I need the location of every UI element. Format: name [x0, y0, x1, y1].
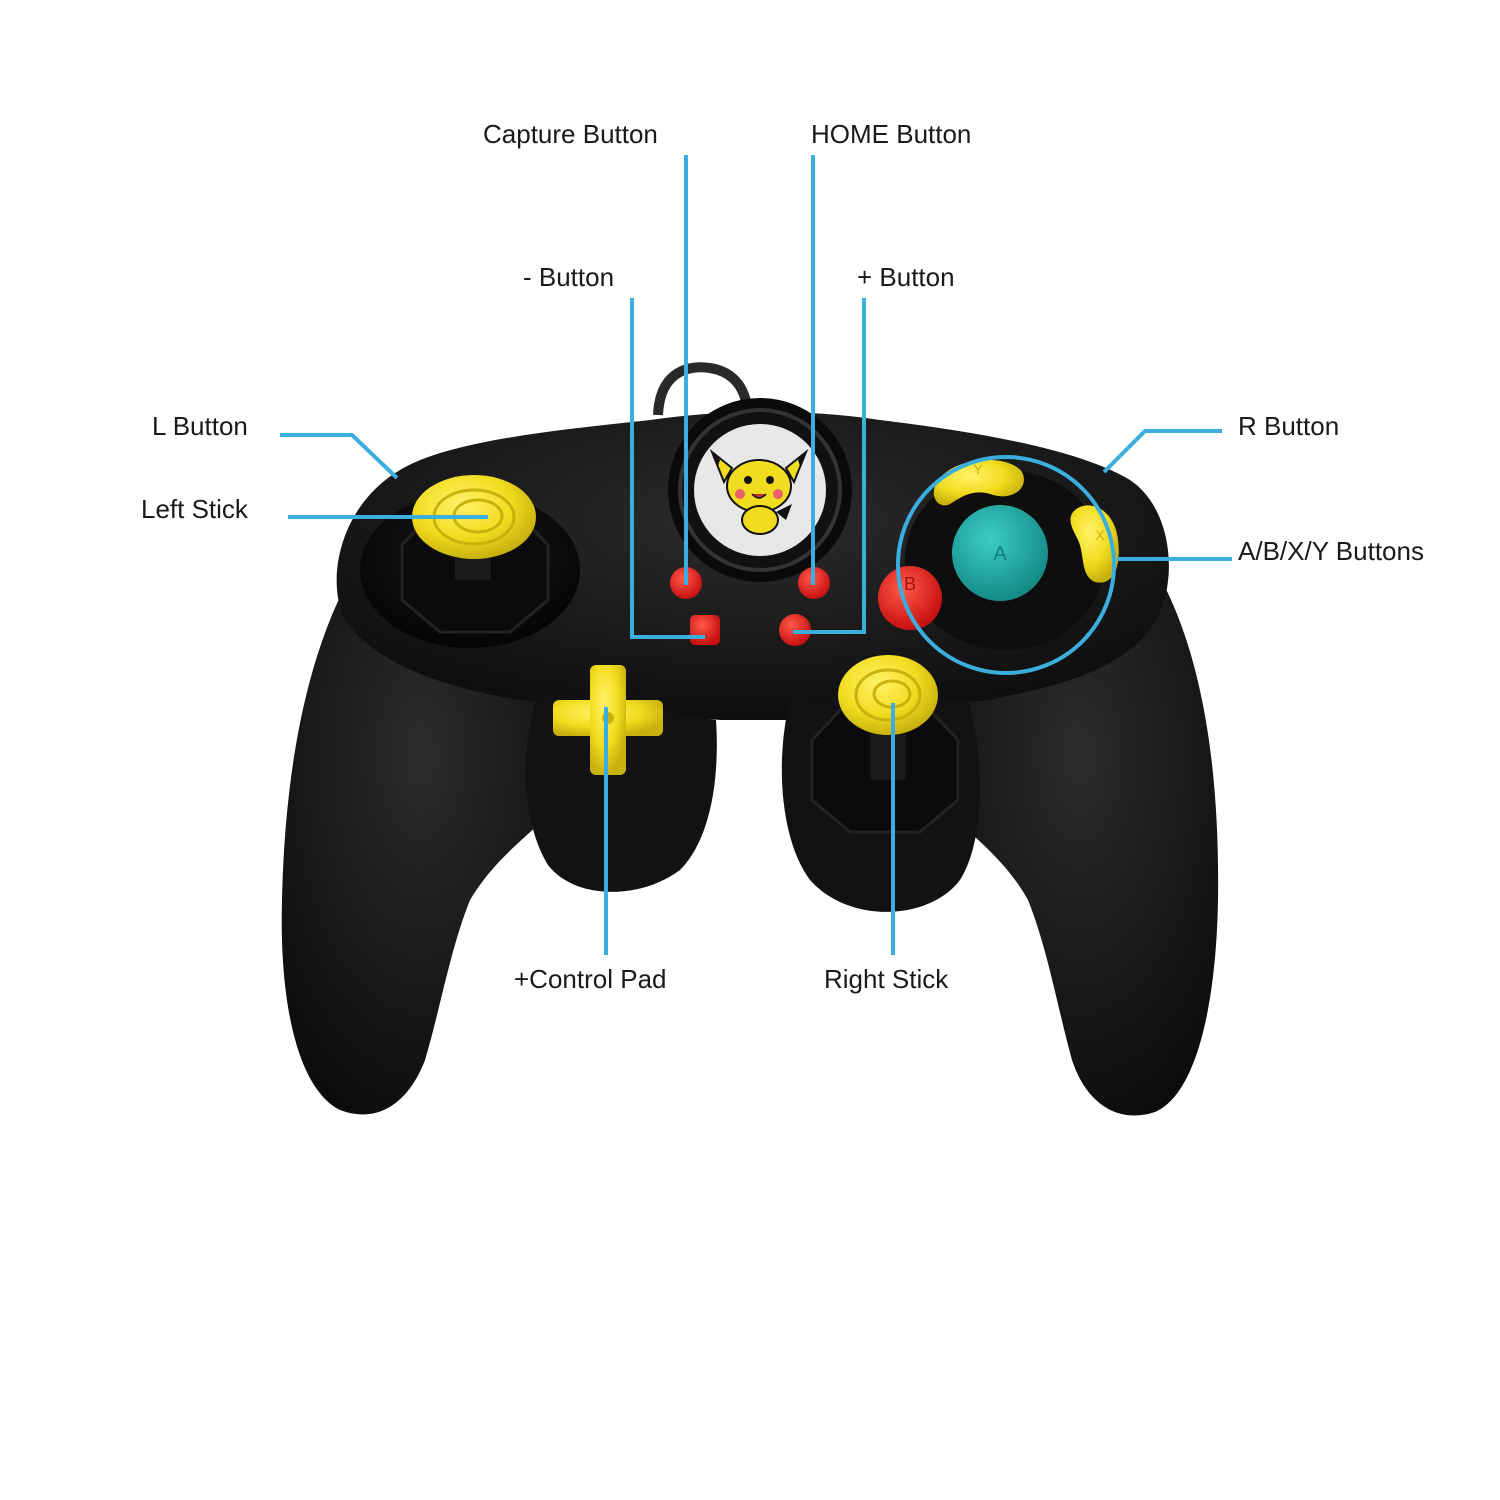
label-home-button: HOME Button	[811, 119, 972, 149]
right-stick-cap[interactable]	[838, 655, 938, 735]
label-l-button: L Button	[152, 411, 248, 441]
a-button[interactable]	[952, 505, 1048, 601]
minus-button[interactable]	[690, 615, 720, 645]
label-capture-button: Capture Button	[483, 119, 658, 149]
label-r-button: R Button	[1238, 411, 1340, 441]
callout-line-l	[280, 433, 399, 480]
callout-lines	[280, 155, 1232, 955]
cable	[653, 362, 753, 421]
y-button-glyph: Y	[973, 461, 983, 477]
label-minus-button: - Button	[523, 262, 615, 292]
x-button-glyph: X	[1095, 527, 1105, 543]
left-grip	[281, 560, 560, 1115]
pichu-icon	[709, 448, 809, 535]
label-right-stick: Right Stick	[824, 964, 949, 994]
b-button[interactable]	[878, 566, 942, 630]
label-left-stick: Left Stick	[141, 494, 248, 524]
label-control-pad: +Control Pad	[514, 964, 667, 994]
callout-line-plus	[793, 298, 866, 634]
label-abxy-buttons: A/B/X/Y Buttons	[1238, 536, 1424, 566]
callout-line-minus	[630, 298, 705, 639]
callout-line-r	[1102, 429, 1222, 474]
left-lower-lobe	[525, 690, 717, 892]
right-grip	[940, 560, 1219, 1116]
label-plus-button: + Button	[857, 262, 955, 292]
right-stick-ring	[854, 668, 922, 722]
callout-circle-abxy	[896, 455, 1116, 675]
a-button-glyph: A	[993, 543, 1007, 565]
b-button-glyph: B	[904, 574, 916, 594]
